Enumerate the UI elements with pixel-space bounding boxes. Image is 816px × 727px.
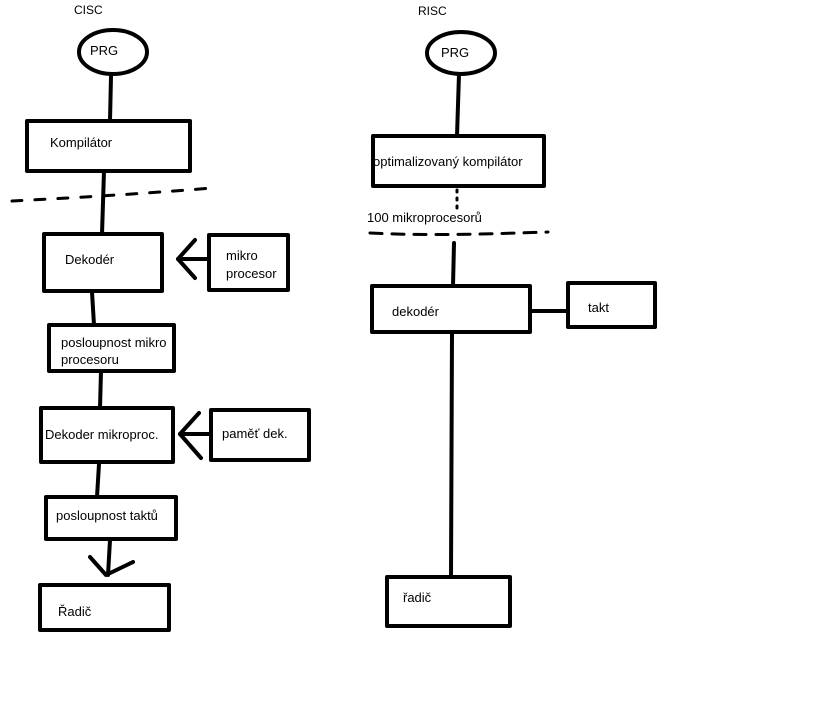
cisc-compiler-box [25, 119, 192, 173]
cisc-arrow-head [88, 555, 135, 577]
cisc-micro-label-line1: mikro [226, 248, 258, 263]
risc-microprocessors-label: 100 mikroprocesorů [367, 210, 482, 225]
cisc-micro-label-line2: procesor [226, 266, 277, 281]
cisc-title: CISC [74, 3, 103, 17]
cisc-decoder-box [42, 232, 164, 293]
cisc-prg-label: PRG [90, 43, 119, 58]
cisc-arrow-head [178, 411, 203, 460]
risc-title: RISC [418, 4, 447, 18]
cisc-arrow-head [176, 238, 197, 280]
risc-clock-box [566, 281, 657, 329]
cisc-sequence-label-line2: procesoru [61, 352, 119, 367]
cisc-micro-box [207, 233, 290, 292]
cisc-clock-sequence-label: posloupnost taktů [56, 508, 158, 523]
risc-compiler-label: optimalizovaný kompilátor [373, 154, 523, 169]
cisc-connector [98, 369, 103, 410]
cisc-compiler-label: Kompilátor [50, 135, 113, 150]
risc-controller-label: řadič [403, 590, 432, 605]
cisc-controller-box [38, 583, 171, 632]
cisc-memory-label: paměť dek. [222, 426, 288, 441]
cisc-prg-ellipse [77, 28, 149, 76]
cisc-controller-label: Řadič [58, 604, 92, 619]
cisc-connector [90, 290, 96, 327]
risc-connector [449, 330, 454, 579]
cisc-micro-decoder-box [39, 406, 175, 464]
cisc-separator-dashed [10, 186, 214, 203]
cisc-connector [95, 462, 101, 499]
risc-clock-label: takt [588, 300, 609, 315]
cisc-connector [108, 74, 113, 123]
risc-connector [451, 241, 456, 288]
risc-connector [455, 72, 461, 138]
risc-decoder-label: dekodér [392, 304, 439, 319]
risc-controller-box [385, 575, 512, 628]
cisc-sequence-box [47, 323, 176, 373]
risc-compiler-box [371, 134, 546, 188]
risc-separator-dashed [368, 230, 550, 237]
cisc-micro-decoder-label: Dekoder mikroproc. [45, 427, 159, 442]
cisc-connector [100, 169, 106, 236]
cisc-decoder-label: Dekodér [65, 252, 115, 267]
cisc-arrow-shaft [106, 538, 112, 577]
cisc-sequence-label-line1: posloupnost mikro [61, 335, 167, 350]
risc-prg-label: PRG [441, 45, 470, 60]
